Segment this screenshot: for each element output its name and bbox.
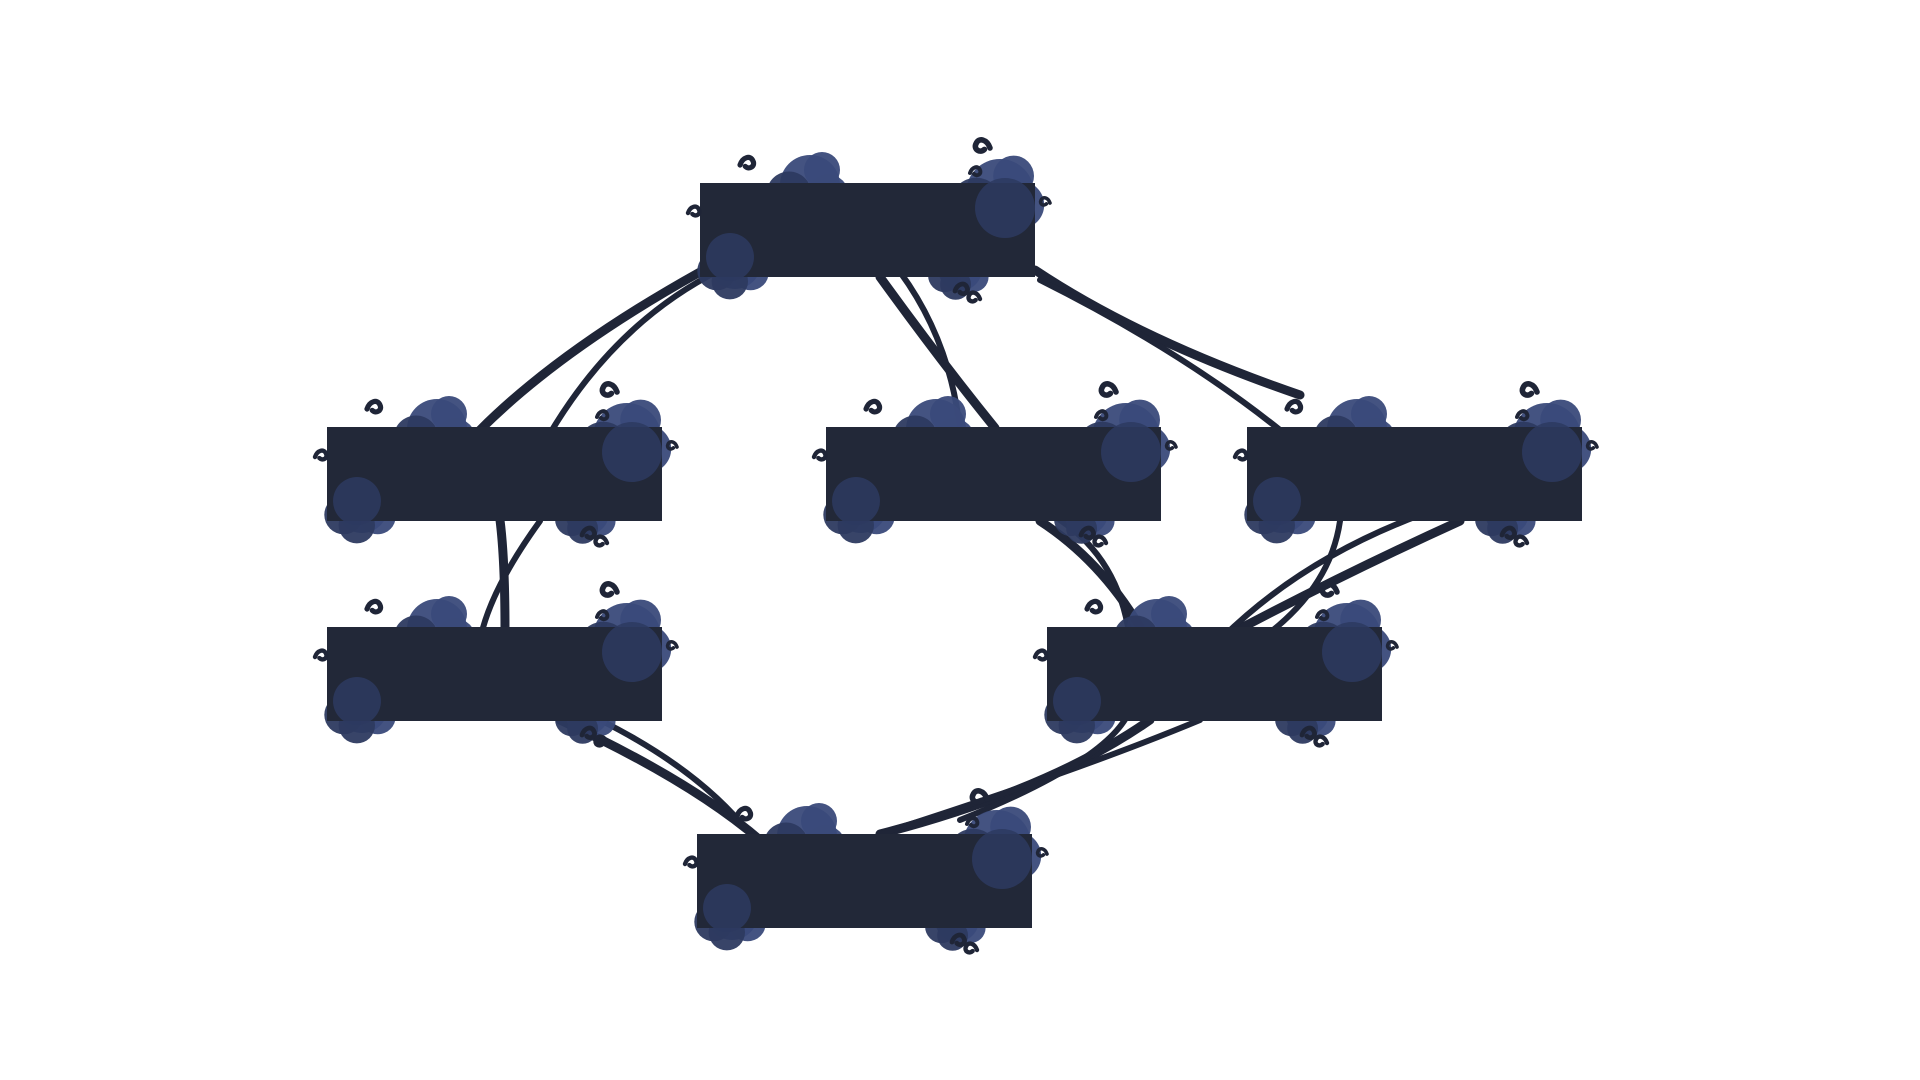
tendril-curl (737, 154, 757, 171)
cloud-blob (1351, 396, 1387, 432)
tendril-curl (969, 788, 990, 805)
vine-strand (475, 267, 705, 435)
tendril-curl (963, 941, 980, 955)
cloud-blob (602, 422, 662, 482)
node-n7 (682, 788, 1049, 955)
cloud-blob (804, 152, 840, 188)
tendril-curl (1032, 648, 1049, 662)
node-n1 (685, 137, 1052, 304)
node-n4 (1232, 381, 1599, 548)
cloud-blob (801, 803, 837, 839)
cloud-blob (1253, 477, 1301, 525)
tendril-curl (1164, 439, 1178, 451)
tendril-curl (1284, 398, 1304, 415)
tendril-curl (966, 290, 983, 304)
vine-strand (1035, 516, 1145, 632)
tendril-curl (665, 639, 679, 651)
cloud-blob (333, 677, 381, 725)
tendril-curl (1092, 534, 1109, 548)
node-n6 (1032, 581, 1399, 748)
tendril-curl (312, 648, 329, 662)
tendril-curl (579, 725, 597, 741)
cloud-blob (703, 884, 751, 932)
cloud-blob (1151, 596, 1187, 632)
tendril-curl (1084, 598, 1104, 615)
node-n5 (312, 581, 679, 748)
vine-strand (1037, 277, 1283, 433)
tendril-curl (599, 381, 620, 398)
cloud-blob (832, 477, 880, 525)
tendril-curl (952, 281, 970, 297)
cloud-blob (1522, 422, 1582, 482)
tendril-curl (593, 734, 610, 748)
vine-strand (1217, 512, 1423, 643)
cloud-blob (972, 829, 1032, 889)
tendril-curl (734, 805, 754, 822)
tendril-curl (965, 816, 980, 829)
tendril-curl (972, 137, 993, 154)
tendril-curl (1315, 609, 1330, 622)
vine-strand (875, 272, 1000, 433)
vine-strand (477, 518, 543, 643)
cloud-blob (431, 396, 467, 432)
tendril-curl (595, 409, 610, 422)
tendril-curl (682, 855, 699, 869)
nodes-layer (312, 137, 1599, 955)
cloud-blob (431, 596, 467, 632)
tendril-curl (1299, 725, 1317, 741)
edge-n6-n7 (875, 707, 1203, 839)
tendril-curl (685, 204, 702, 218)
vine-strand (1030, 265, 1305, 400)
cloud-blob (1322, 622, 1382, 682)
cloud-blob (706, 233, 754, 281)
tendril-curl (665, 439, 679, 451)
tendril-curl (1313, 734, 1330, 748)
tendril-curl (312, 448, 329, 462)
tendril-curl (1035, 846, 1049, 858)
tendril-curl (968, 165, 983, 178)
tendril-curl (1515, 409, 1530, 422)
node-n3 (811, 381, 1178, 548)
vine-strand (495, 515, 510, 635)
tendril-curl (1519, 381, 1540, 398)
vine-strand (597, 717, 753, 837)
edge-n2-n5 (477, 515, 543, 643)
node-n2 (312, 381, 679, 548)
tendril-curl (579, 525, 597, 541)
vine-strand (957, 707, 1133, 823)
tendril-curl (593, 534, 610, 548)
tendril-curl (599, 581, 620, 598)
edge-n1-n4 (1030, 265, 1305, 433)
cloud-blob (333, 477, 381, 525)
tendril-curl (595, 609, 610, 622)
tendril-curl (1038, 195, 1052, 207)
tendril-curl (949, 932, 967, 948)
cloud-blob (1101, 422, 1161, 482)
cloud-blob (975, 178, 1035, 238)
edges-layer (475, 265, 1465, 845)
tendril-curl (863, 398, 883, 415)
tendril-curl (1319, 581, 1340, 598)
tendril-curl (1585, 439, 1599, 451)
tendril-curl (1232, 448, 1249, 462)
tendril-curl (1499, 525, 1517, 541)
tendril-curl (1513, 534, 1530, 548)
cloud-blob (1053, 677, 1101, 725)
tendril-curl (364, 398, 384, 415)
tendril-curl (364, 598, 384, 615)
tendril-curl (1094, 409, 1109, 422)
tendril-curl (1385, 639, 1399, 651)
tendril-curl (811, 448, 828, 462)
tendril-curl (1078, 525, 1096, 541)
cloud-blob (930, 396, 966, 432)
tendril-curl (1098, 381, 1119, 398)
cloud-blob (602, 622, 662, 682)
